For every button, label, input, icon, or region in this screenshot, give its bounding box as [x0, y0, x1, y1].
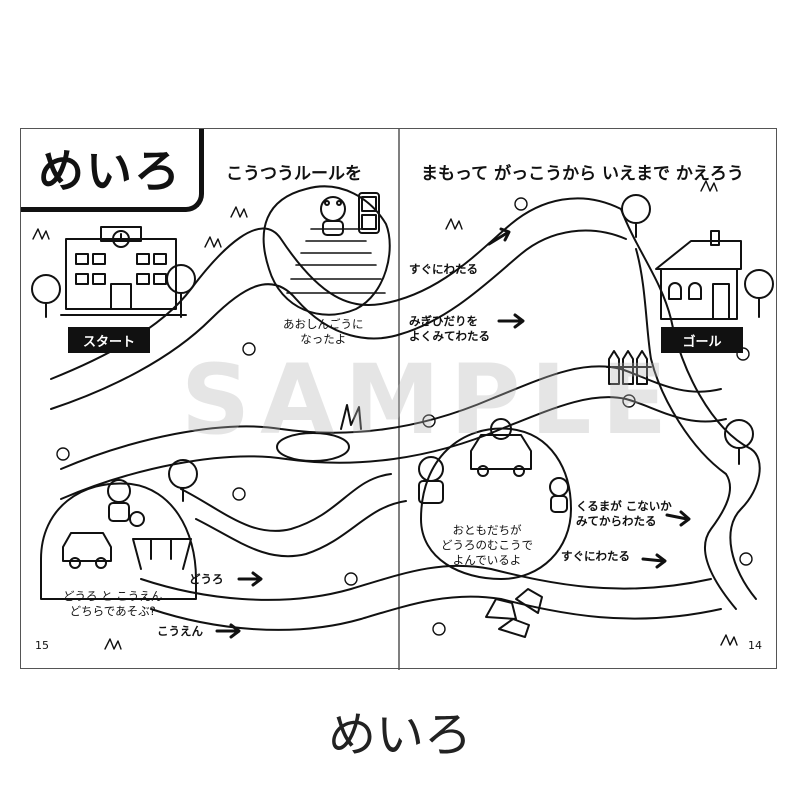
mouse-character-icon [549, 477, 569, 513]
page-number-right: 14 [748, 639, 762, 652]
note-park: こうえん [157, 624, 203, 638]
frog-character-icon [320, 196, 346, 236]
tree-icon [724, 419, 754, 465]
house-icon [655, 230, 742, 320]
arrow-icon [215, 623, 241, 639]
flower-icon [56, 197, 753, 636]
maze-path-wall [50, 229, 627, 410]
caption-title: めいろ [327, 707, 472, 763]
bubble-park [40, 482, 197, 600]
instruction-left: こうつうルールを [226, 164, 362, 184]
arrow-icon [487, 227, 511, 246]
tree-icon [166, 264, 196, 318]
maze-path-wall [620, 208, 761, 600]
note-signal: あおしんごうに なったよ [283, 317, 364, 346]
arrow-icon [497, 313, 525, 329]
maze-path-wall [60, 365, 722, 470]
maze-path-wall [60, 396, 727, 500]
goal-label: ゴール [661, 327, 743, 353]
grass-icon [32, 180, 738, 650]
tree-icon [31, 274, 61, 318]
pedestrian-signal-icon [358, 192, 380, 234]
note-crossing-fast: すぐにわたる [409, 262, 478, 276]
tree-icon [621, 194, 651, 238]
maze-path-wall [180, 473, 392, 532]
tree-icon [744, 269, 774, 318]
maze-path-wall [635, 248, 737, 610]
arrow-icon [665, 510, 691, 527]
frog-character-icon [107, 479, 131, 522]
note-wait-for-car: くるまが こないか みてからわたる [576, 499, 672, 528]
instruction-right: まもって がっこうから いえまで かえろう [421, 164, 744, 184]
maze-path-wall [140, 564, 712, 601]
note-road-or-park: どうろ と こうえん どちらであそぶ? [63, 589, 163, 618]
swing-icon [132, 538, 192, 570]
school-building-icon [60, 226, 187, 316]
start-label: スタート [68, 327, 150, 353]
frog-character-icon [418, 456, 444, 504]
page-number-left: 15 [35, 639, 49, 652]
cat-driving-car-icon [470, 418, 532, 477]
page-title: めいろ [21, 129, 204, 212]
pond-icon [276, 404, 362, 462]
bubble-friend [420, 427, 572, 580]
note-friend-waiting: おともだちが どうろのむこうで よんでいるよ [441, 523, 533, 567]
maze-path-wall [195, 500, 407, 558]
crosswalk-icon [286, 228, 386, 294]
maze-path-wall [150, 595, 722, 631]
arrow-icon [237, 571, 263, 587]
note-road: どうろ [189, 572, 224, 586]
note-cross-immediately: すぐにわたる [561, 549, 630, 563]
maze-illustration [31, 129, 774, 670]
ball-icon [129, 511, 145, 527]
bubble-crosswalk [262, 185, 391, 316]
note-look-right-left: みぎひだりを よくみてわたる [409, 314, 490, 343]
tree-icon [168, 459, 198, 502]
parked-car-icon [62, 532, 112, 569]
arrow-icon [641, 553, 667, 569]
workbook-spread: SAMPLE めいろ こうつうルールを まもって がっこうから いえまで かえろ… [20, 128, 777, 670]
rocks-icon [485, 588, 543, 638]
fence-icon [606, 350, 652, 385]
